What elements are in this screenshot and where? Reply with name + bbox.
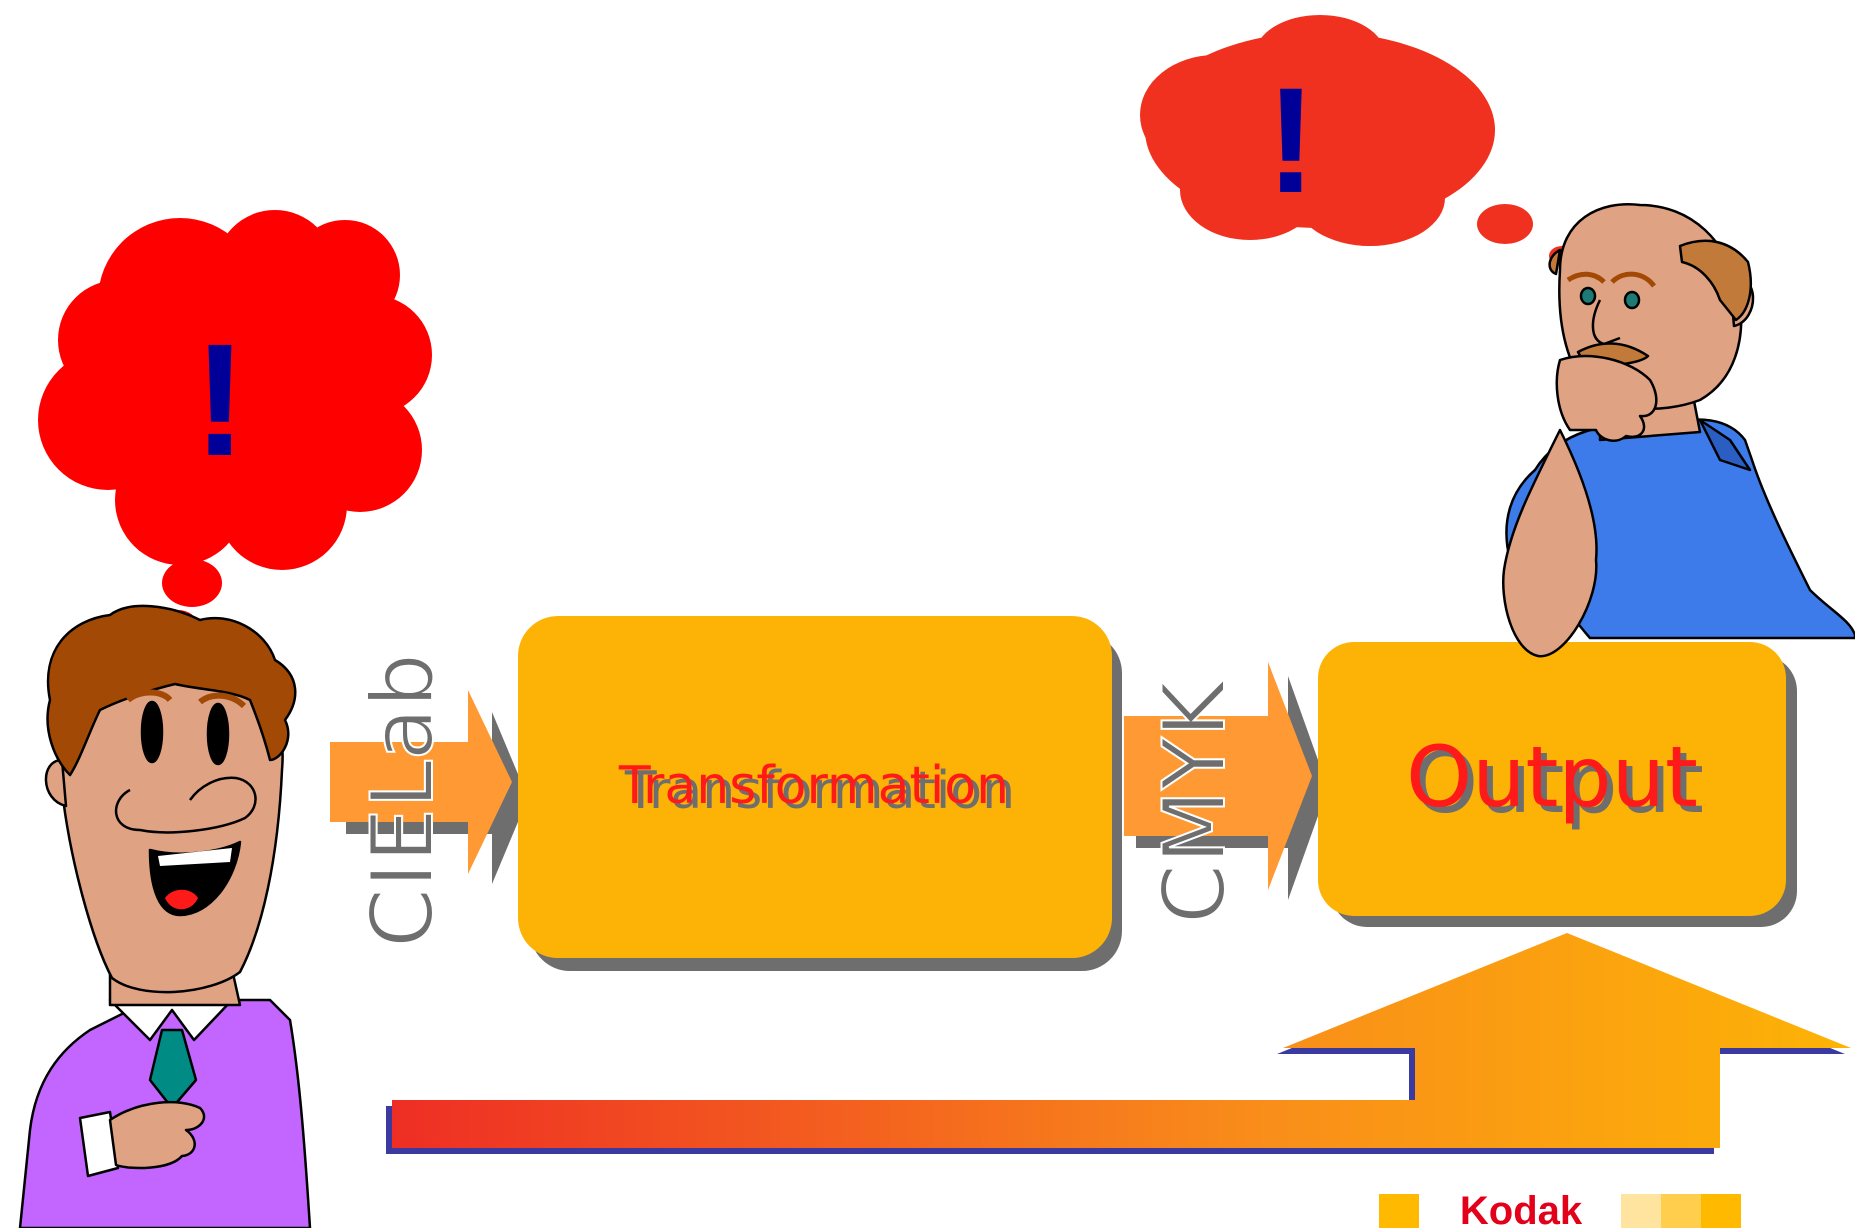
brand-square-dark xyxy=(1701,1194,1741,1228)
cielab-label: CIELab xyxy=(353,653,453,948)
worried-man-illustration xyxy=(1502,203,1855,658)
cielab-label-group: CIELab CIELab xyxy=(352,652,454,949)
transformation-label-shadow: Transformation xyxy=(624,761,1015,821)
brand-square-left xyxy=(1379,1194,1419,1228)
transformation-label: Transformation xyxy=(618,756,1009,816)
output-label: Output xyxy=(1406,728,1698,826)
output-box: Output Output xyxy=(1318,642,1797,927)
feedback-arrow xyxy=(386,933,1851,1154)
cmyk-arrow xyxy=(1124,662,1328,900)
exclamation-left: ! xyxy=(193,310,246,489)
brand-square-mid xyxy=(1661,1194,1701,1228)
exclamation-right: ! xyxy=(1266,56,1316,224)
transformation-box: Transformation Transformation xyxy=(518,616,1122,971)
input-arrow xyxy=(330,690,528,884)
kodak-logo: Kodak xyxy=(1460,1189,1583,1228)
happy-man-illustration xyxy=(18,604,312,1228)
brand-square-light xyxy=(1621,1194,1661,1228)
thought-bubble-left: ! xyxy=(38,210,432,638)
thought-bubble-right: ! xyxy=(1140,15,1575,266)
cmyk-label: CMYK xyxy=(1145,678,1245,924)
cmyk-label-group: CMYK xyxy=(1144,677,1246,925)
output-label-shadow: Output xyxy=(1412,734,1704,832)
kodak-branding: Kodak xyxy=(1379,1189,1741,1228)
